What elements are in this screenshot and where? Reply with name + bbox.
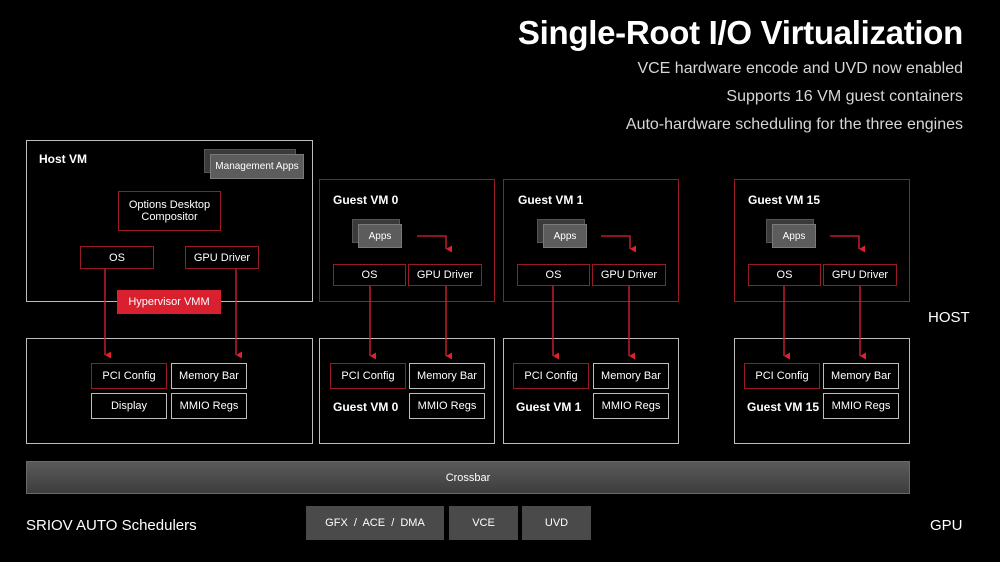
crossbar: Crossbar — [26, 461, 910, 494]
bullet-vce-uvd: VCE hardware encode and UVD now enabled — [637, 60, 963, 77]
page-title: Single-Root I/O Virtualization — [517, 14, 963, 51]
host-mmio-regs: MMIO Regs — [171, 393, 247, 419]
guest-vm-1-memory-bar: Memory Bar — [593, 363, 669, 389]
guest-vm-15-gpu-driver: GPU Driver — [823, 264, 897, 286]
engine-vce: VCE — [449, 506, 518, 540]
guest-vm-0-box — [319, 179, 495, 302]
arrow-guest-15-apps-to-driver — [830, 235, 865, 253]
guest-vm-1-apps: Apps — [543, 224, 587, 248]
host-vm-label: Host VM — [39, 152, 87, 166]
guest-vm-15-apps: Apps — [772, 224, 816, 248]
host-side-label: HOST — [928, 309, 970, 326]
guest-vm-0-os: OS — [333, 264, 406, 286]
management-apps: Management Apps — [210, 154, 304, 179]
guest-vm-15-label: Guest VM 15 — [748, 193, 821, 207]
guest-vm-1-box — [503, 179, 679, 302]
gpu-side-label: GPU — [930, 517, 963, 534]
guest-vm-0-gpu-driver: GPU Driver — [408, 264, 482, 286]
host-pci-config: PCI Config — [91, 363, 167, 389]
arrow-guest-0-apps-to-driver — [417, 235, 452, 253]
guest-vm-1-gpu-driver: GPU Driver — [592, 264, 666, 286]
guest-vm-0-mmio-regs: MMIO Regs — [409, 393, 485, 419]
host-gpu-box — [26, 338, 313, 444]
guest-vm-1-mmio-regs: MMIO Regs — [593, 393, 669, 419]
guest-vm-1-os: OS — [517, 264, 590, 286]
guest-vm-0-memory-bar: Memory Bar — [409, 363, 485, 389]
guest-vm-15-gpu-label: Guest VM 15 — [747, 400, 820, 414]
engine-gfx-ace-dma: GFX / ACE / DMA — [306, 506, 444, 540]
bullet-auto-scheduling: Auto-hardware scheduling for the three e… — [625, 116, 963, 133]
guest-vm-15-memory-bar: Memory Bar — [823, 363, 899, 389]
guest-vm-1-gpu-box — [503, 338, 679, 444]
guest-vm-0-apps: Apps — [358, 224, 402, 248]
guest-vm-15-box — [734, 179, 910, 302]
arrow-guest-1-apps-to-driver — [601, 235, 636, 253]
options-desktop-compositor: Options Desktop Compositor — [118, 191, 221, 231]
host-os: OS — [80, 246, 154, 269]
host-memory-bar: Memory Bar — [171, 363, 247, 389]
guest-vm-1-label: Guest VM 1 — [518, 193, 584, 207]
guest-vm-0-gpu-box — [319, 338, 495, 444]
guest-vm-15-pci-config: PCI Config — [744, 363, 820, 389]
guest-vm-15-gpu-box — [734, 338, 910, 444]
guest-vm-15-mmio-regs: MMIO Regs — [823, 393, 899, 419]
host-display: Display — [91, 393, 167, 419]
guest-vm-0-pci-config: PCI Config — [330, 363, 406, 389]
guest-vm-15-os: OS — [748, 264, 821, 286]
sriov-schedulers-label: SRIOV AUTO Schedulers — [26, 517, 197, 534]
guest-vm-1-pci-config: PCI Config — [513, 363, 589, 389]
bullet-guest-containers: Supports 16 VM guest containers — [726, 88, 963, 105]
host-gpu-driver: GPU Driver — [185, 246, 259, 269]
hypervisor-vmm: Hypervisor VMM — [117, 290, 221, 314]
guest-vm-1-gpu-label: Guest VM 1 — [516, 400, 582, 414]
engine-uvd: UVD — [522, 506, 591, 540]
guest-vm-0-label: Guest VM 0 — [333, 193, 399, 207]
guest-vm-0-gpu-label: Guest VM 0 — [333, 400, 399, 414]
